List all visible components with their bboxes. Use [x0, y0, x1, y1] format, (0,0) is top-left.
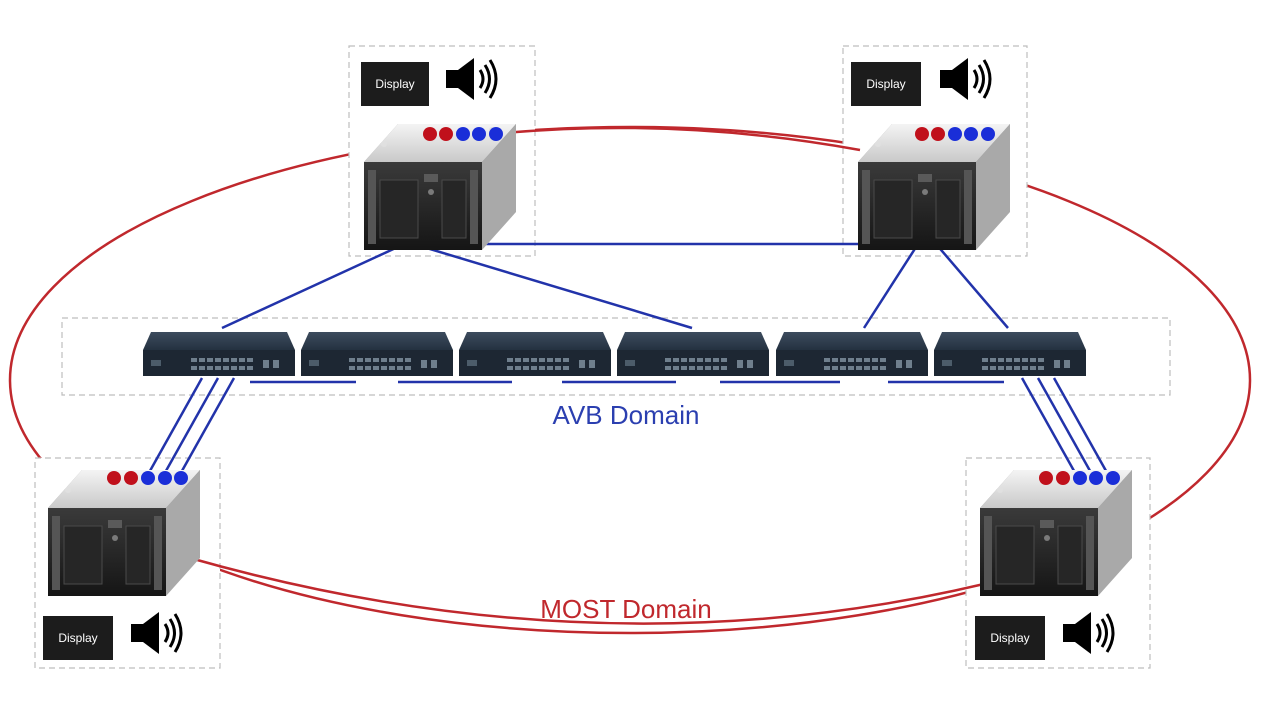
port-indicators — [107, 471, 188, 485]
avb-link — [1036, 377, 1096, 479]
display-box — [851, 62, 921, 106]
display-box — [361, 62, 429, 106]
server-icon — [979, 469, 1133, 597]
display-label: Display — [58, 631, 97, 645]
network-switch-icon — [143, 332, 295, 376]
port-indicators — [423, 127, 503, 141]
network-switch-icon — [301, 332, 453, 376]
avb-links — [144, 242, 1112, 479]
avb-link — [419, 244, 693, 330]
avb-link — [935, 243, 1009, 329]
node-bottom-right: Display — [975, 469, 1133, 660]
avb-link — [1052, 377, 1112, 479]
network-switch-icon — [617, 332, 769, 376]
server-icon — [857, 123, 1011, 251]
server-icon — [47, 469, 201, 597]
avb-link — [176, 377, 236, 479]
most-ring-arc-bottom — [189, 556, 1021, 625]
avb-link — [862, 243, 920, 329]
display-box — [975, 616, 1045, 660]
avb-domain-box — [61, 317, 1171, 396]
node-top-right: Display — [851, 56, 1011, 251]
port-indicators — [915, 127, 995, 141]
port-indicators — [1039, 471, 1120, 485]
display-box — [43, 616, 113, 660]
display-label: Display — [990, 631, 1029, 645]
display-label: Display — [375, 77, 414, 91]
avb-domain-label: AVB Domain — [553, 400, 700, 430]
server-icon — [363, 123, 517, 251]
network-switch-icon — [934, 332, 1086, 376]
avb-link — [1020, 377, 1080, 479]
network-switch-icon — [459, 332, 611, 376]
node-bottom-left: Display — [43, 469, 201, 660]
network-switch-icon — [776, 332, 928, 376]
avb-switches — [143, 332, 1086, 376]
most-domain-label: MOST Domain — [540, 594, 711, 624]
avb-link — [144, 377, 204, 479]
avb-link — [160, 377, 220, 479]
avb-link — [221, 244, 401, 330]
display-label: Display — [866, 77, 905, 91]
node-top-left: Display — [361, 56, 517, 251]
